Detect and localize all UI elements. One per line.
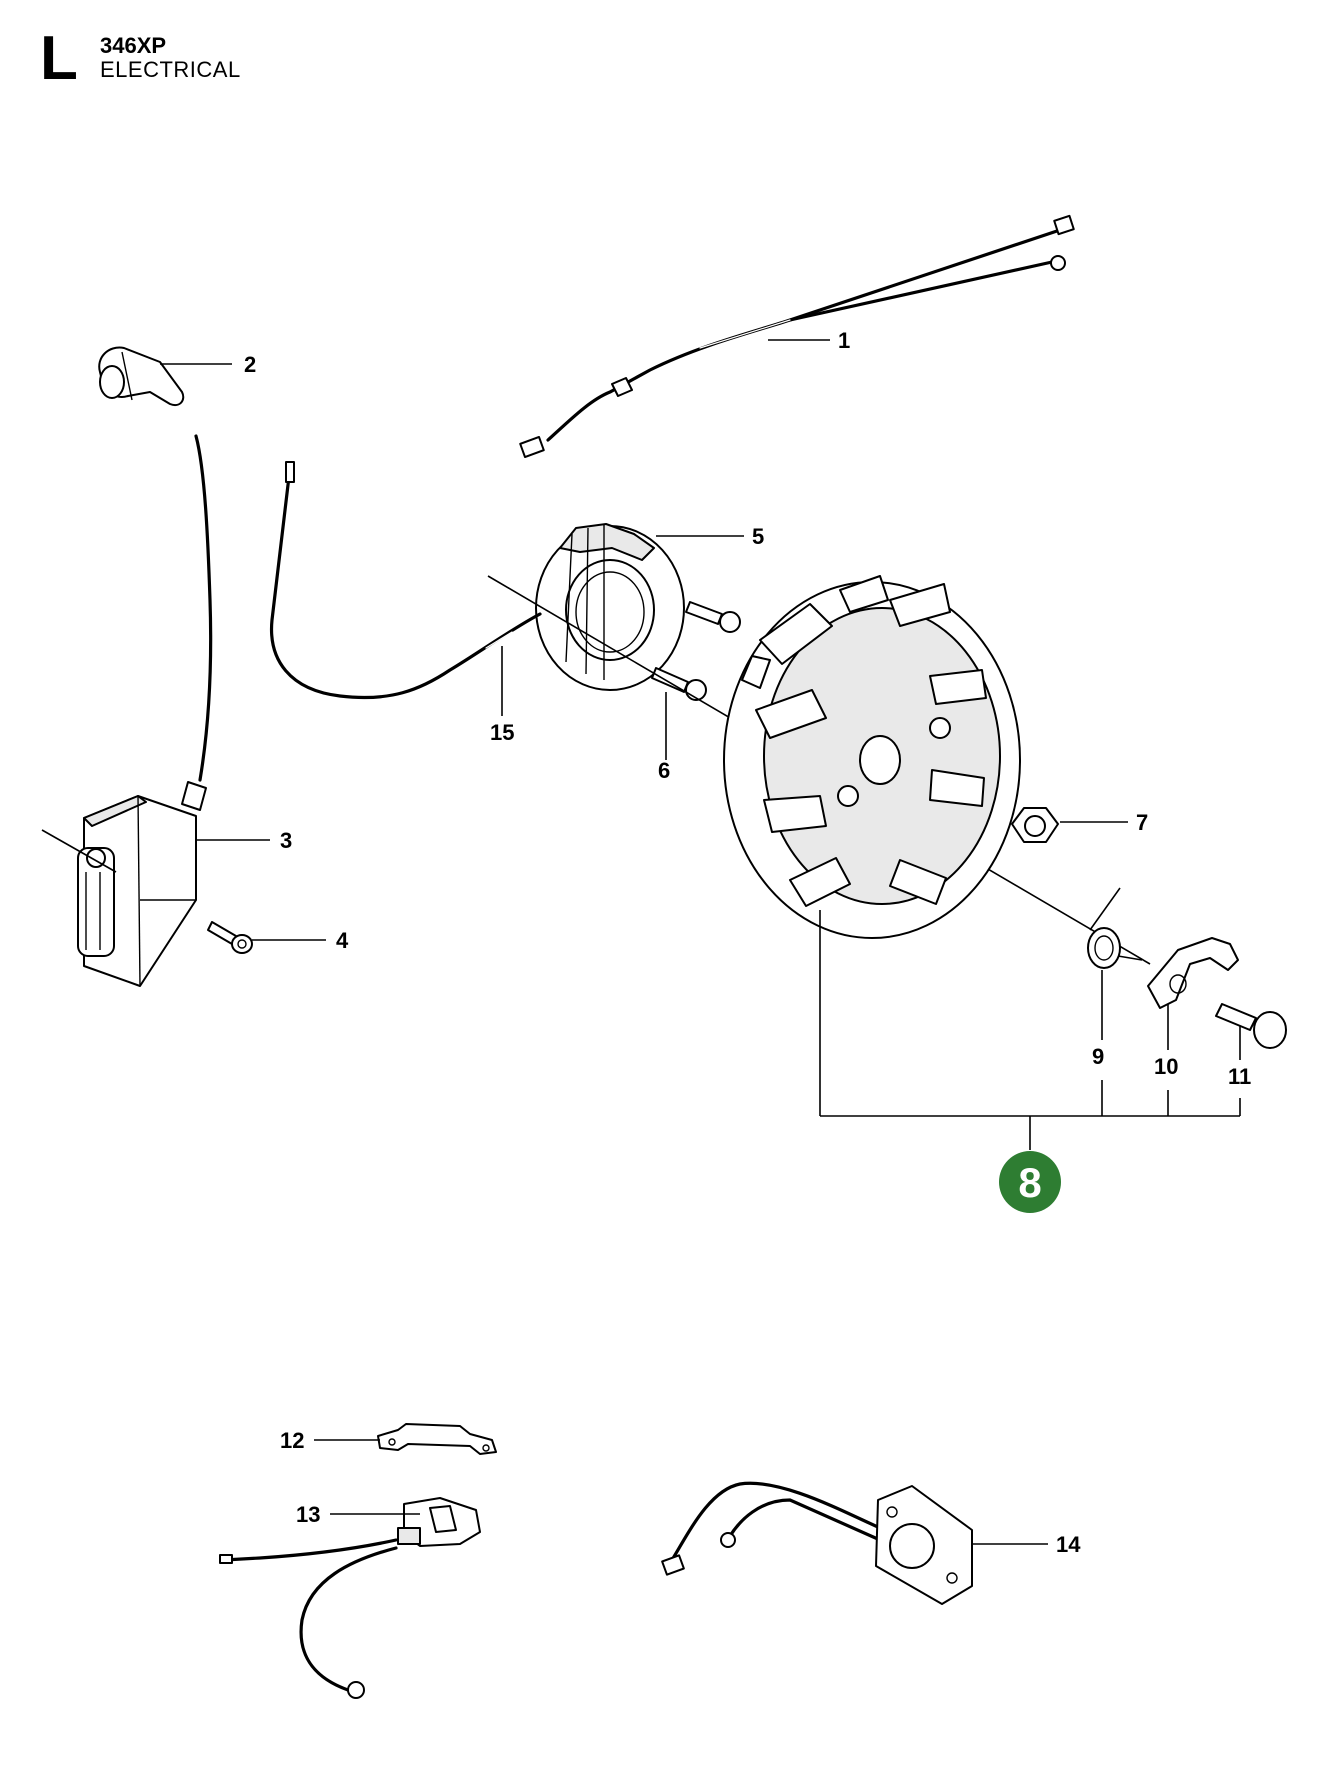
callout-14: 14: [1056, 1532, 1081, 1557]
callout-10: 10: [1154, 1054, 1178, 1079]
callout-9: 9: [1092, 1044, 1104, 1069]
part-12-bracket[interactable]: [377, 1423, 497, 1455]
callout-3: 3: [280, 828, 292, 853]
part-10-pawl[interactable]: [1147, 937, 1239, 1009]
part-2-spark-plug-boot[interactable]: [98, 346, 185, 406]
part-4-screw[interactable]: [207, 921, 253, 954]
part-13-stop-switch[interactable]: [219, 1497, 481, 1699]
model-number: 346XP: [100, 33, 167, 58]
part-14-ground-plate[interactable]: [661, 1481, 973, 1605]
part-3-ignition-module[interactable]: [77, 434, 213, 987]
part-6-screws[interactable]: [651, 601, 741, 701]
callout-4: 4: [336, 928, 349, 953]
callout-11: 11: [1228, 1064, 1251, 1089]
flywheel[interactable]: [723, 575, 1021, 939]
callout-13: 13: [296, 1502, 320, 1527]
assembly-8-badge[interactable]: 8: [999, 1151, 1061, 1213]
callout-8: 8: [1018, 1159, 1041, 1206]
callout-12: 12: [280, 1428, 304, 1453]
part-7-nut[interactable]: [1011, 807, 1059, 843]
callout-7: 7: [1136, 810, 1148, 835]
callout-2: 2: [244, 352, 256, 377]
part-1-wire-harness[interactable]: [519, 214, 1075, 458]
part-15-stop-wire[interactable]: [269, 461, 542, 700]
callout-15: 15: [490, 720, 514, 745]
assembly-8-bracket: [819, 910, 1241, 1150]
callout-5: 5: [752, 524, 764, 549]
section-letter: L: [40, 24, 78, 93]
part-11-pivot-bolt[interactable]: [1215, 1003, 1287, 1049]
section-title: ELECTRICAL: [100, 57, 241, 82]
callout-1: 1: [838, 328, 850, 353]
part-9-spring[interactable]: [1087, 887, 1143, 969]
part-5-stator-ring[interactable]: [535, 523, 685, 691]
callout-6: 6: [658, 758, 670, 783]
